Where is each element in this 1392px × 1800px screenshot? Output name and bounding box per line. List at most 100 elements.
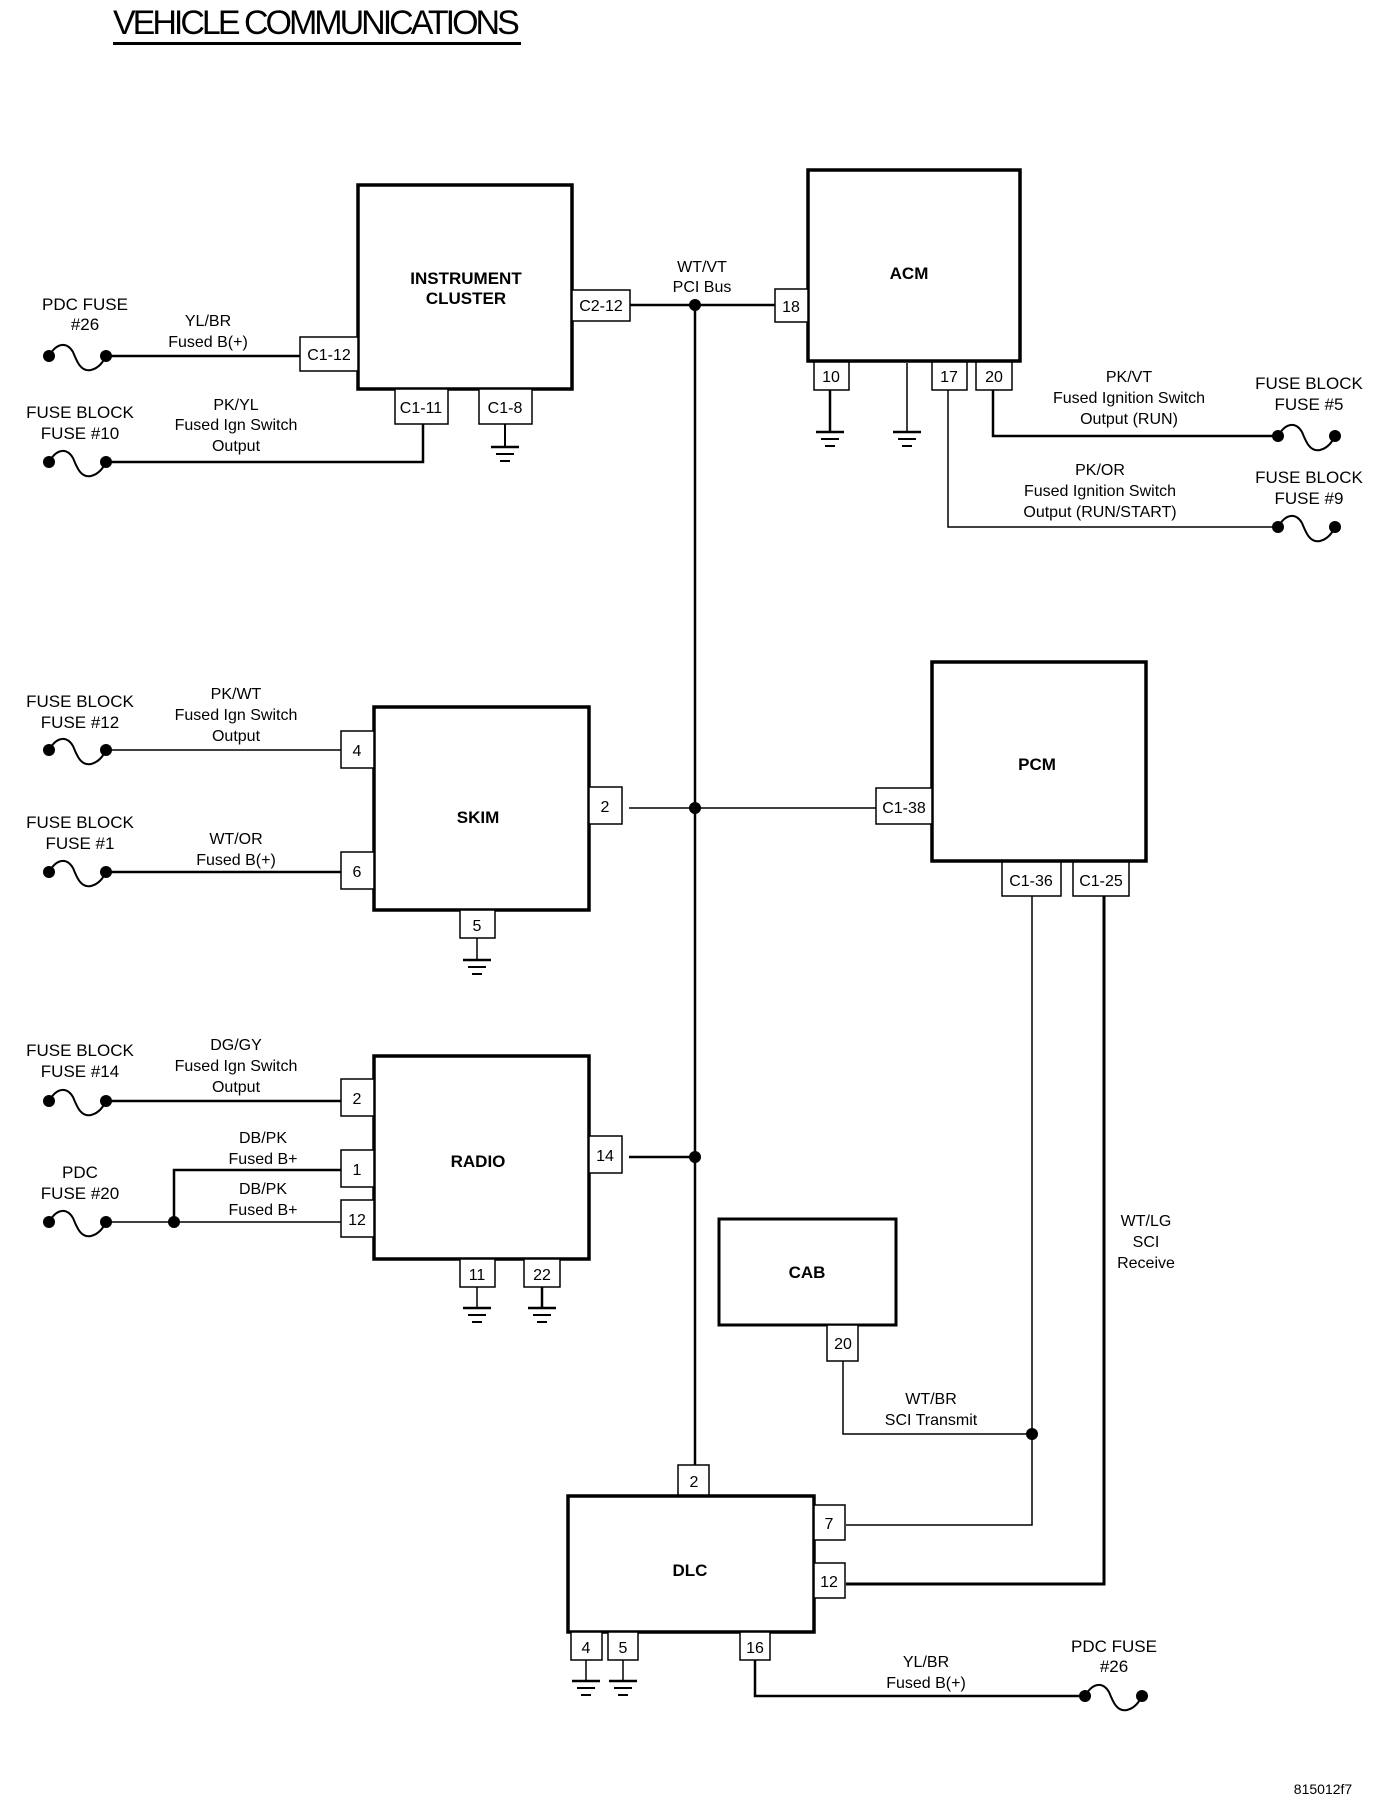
radio-pin-2: 2 — [340, 1078, 375, 1117]
wire-color-label: WT/BR — [905, 1391, 957, 1408]
svg-text:10: 10 — [822, 369, 840, 386]
acm-pin-18: 18 — [774, 288, 809, 323]
svg-text:C2-12: C2-12 — [579, 298, 623, 315]
pcm-module[interactable]: PCM — [930, 660, 1148, 863]
wire-desc-label: SCI — [1133, 1234, 1160, 1251]
fuse-fb12-label-1: FUSE BLOCK — [26, 692, 134, 711]
wire-radio-1 — [172, 1168, 341, 1222]
svg-text:20: 20 — [985, 369, 1003, 386]
svg-text:C1-36: C1-36 — [1009, 873, 1053, 890]
wire-sci-transmit-pcm — [846, 896, 1033, 1526]
pci-bus-desc-label: PCI Bus — [673, 279, 732, 296]
radio-pin-11: 11 — [459, 1258, 496, 1288]
wire-acm-17 — [947, 390, 1278, 528]
fuse-fb1-label-1: FUSE BLOCK — [26, 813, 134, 832]
fuse-pdc20-label-2: FUSE #20 — [41, 1184, 119, 1203]
svg-text:2: 2 — [353, 1091, 362, 1108]
splice-dot — [689, 299, 701, 311]
skim-label: SKIM — [457, 808, 500, 827]
svg-text:5: 5 — [619, 1640, 628, 1657]
ground-icon — [461, 958, 493, 976]
page-title: VEHICLE COMMUNICATIONS — [113, 4, 521, 45]
wire-desc-label: Fused B+ — [229, 1202, 298, 1219]
wire-desc-label: SCI Transmit — [885, 1412, 978, 1429]
wire-desc-label: Output (RUN/START) — [1023, 504, 1176, 521]
svg-text:16: 16 — [746, 1640, 764, 1657]
dlc-pin-12: 12 — [813, 1562, 846, 1599]
dlc-pin-5: 5 — [607, 1631, 639, 1661]
wire-dlc-16 — [753, 1660, 1085, 1698]
fuse-fb14-label-1: FUSE BLOCK — [26, 1041, 134, 1060]
fuse-icon — [42, 343, 113, 372]
svg-text:12: 12 — [820, 1574, 838, 1591]
wire-desc-label: Output — [212, 728, 261, 745]
svg-text:C1-38: C1-38 — [882, 800, 926, 817]
dlc-pin-2: 2 — [677, 1464, 710, 1496]
wire-color-label: PK/WT — [211, 686, 262, 703]
ground-icon — [526, 1306, 558, 1324]
svg-text:C1-11: C1-11 — [400, 400, 442, 417]
wire-desc-label: Fused Ign Switch — [175, 417, 298, 434]
svg-text:C1-8: C1-8 — [488, 400, 523, 417]
ground-icon — [891, 430, 923, 448]
acm-pin-17: 17 — [931, 361, 968, 391]
wire-desc-label: Fused Ign Switch — [175, 707, 298, 724]
wire-desc-label: Fused B(+) — [886, 1675, 966, 1692]
fuse-icon — [42, 737, 113, 766]
wire-desc-label: Fused Ign Switch — [175, 1058, 298, 1075]
wire-desc-label: Output — [212, 1079, 261, 1096]
ground-icon — [607, 1679, 639, 1697]
skim-pin-6: 6 — [340, 851, 375, 890]
fuse-icon — [1271, 514, 1342, 543]
ground-icon — [814, 430, 846, 448]
fuse-fb5-label-1: FUSE BLOCK — [1255, 374, 1363, 393]
wire-color-label: YL/BR — [185, 313, 231, 330]
svg-text:2: 2 — [690, 1474, 699, 1491]
skim-pin-4: 4 — [340, 730, 375, 769]
svg-text:18: 18 — [782, 299, 800, 316]
cab-module[interactable]: CAB — [717, 1217, 898, 1327]
dlc-pin-4: 4 — [570, 1631, 603, 1661]
svg-text:12: 12 — [348, 1212, 366, 1229]
dlc-module[interactable]: DLC — [566, 1494, 816, 1634]
svg-text:4: 4 — [353, 743, 362, 760]
fuse-icon — [1078, 1683, 1149, 1712]
skim-module[interactable]: SKIM — [372, 705, 591, 912]
pci-bus-color-label: WT/VT — [677, 259, 727, 276]
wire-desc-label: Output (RUN) — [1080, 411, 1178, 428]
pci-bus-wire — [629, 299, 876, 1469]
pcm-pin-c1-36: C1-36 — [1001, 861, 1062, 897]
ic-pin-c1-12: C1-12 — [299, 336, 359, 372]
radio-pin-12: 12 — [340, 1199, 375, 1238]
ic-pin-c1-8: C1-8 — [478, 388, 533, 425]
radio-label: RADIO — [451, 1152, 506, 1171]
instrument-cluster-label-2: CLUSTER — [426, 289, 506, 308]
fuse-fb9-label-1: FUSE BLOCK — [1255, 468, 1363, 487]
instrument-cluster-module[interactable]: INSTRUMENT CLUSTER — [356, 183, 574, 391]
skim-pin-5: 5 — [459, 909, 496, 939]
fuse-fb9-label-2: FUSE #9 — [1275, 489, 1344, 508]
wire-color-label: DG/GY — [210, 1037, 262, 1054]
svg-text:4: 4 — [582, 1640, 591, 1657]
acm-label: ACM — [890, 264, 929, 283]
fuse-fb10-label-2: FUSE #10 — [41, 424, 119, 443]
wire-color-label: WT/OR — [209, 831, 262, 848]
wire-color-label: PK/VT — [1106, 369, 1152, 386]
radio-module[interactable]: RADIO — [372, 1054, 591, 1261]
splice-dot — [1026, 1428, 1038, 1440]
svg-text:14: 14 — [596, 1148, 614, 1165]
wire-desc-label: Fused Ignition Switch — [1024, 483, 1176, 500]
radio-pin-22: 22 — [523, 1258, 561, 1288]
wire-sci-transmit-cab — [842, 1361, 1032, 1435]
svg-text:7: 7 — [825, 1516, 834, 1533]
ground-icon — [461, 1306, 493, 1324]
wire-color-label: YL/BR — [903, 1654, 949, 1671]
svg-text:1: 1 — [353, 1162, 362, 1179]
svg-text:2: 2 — [601, 799, 610, 816]
acm-module[interactable]: ACM — [806, 168, 1022, 363]
svg-text:17: 17 — [940, 369, 958, 386]
wire-ic-c1-11 — [106, 424, 425, 464]
splice-dot — [689, 1151, 701, 1163]
ic-pin-c2-12: C2-12 — [571, 289, 631, 322]
